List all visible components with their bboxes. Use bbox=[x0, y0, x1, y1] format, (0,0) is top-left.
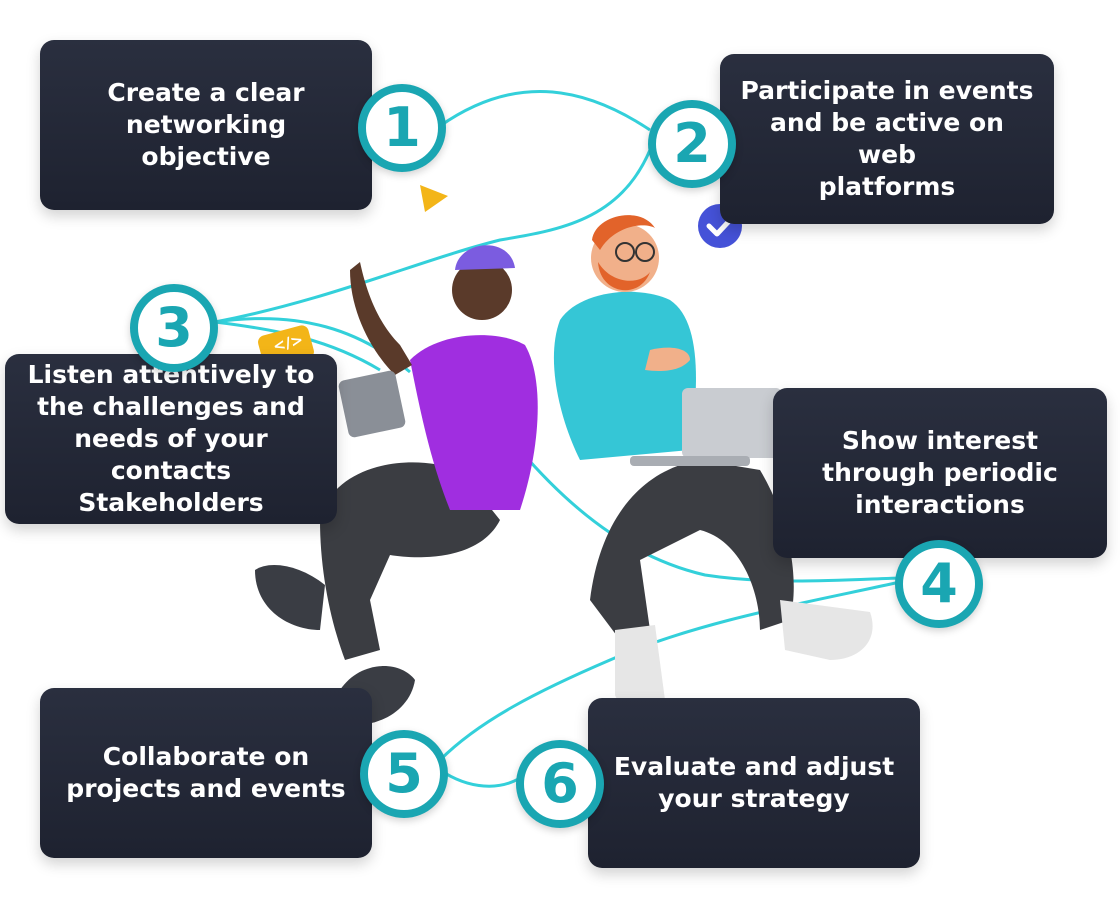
step-2-text: Participate in events and be active on w… bbox=[740, 76, 1034, 201]
step-6-number: 6 bbox=[541, 752, 579, 815]
step-6-card: Evaluate and adjust your strategy bbox=[588, 698, 920, 868]
step-4-number: 4 bbox=[920, 552, 958, 615]
pyramid-icon bbox=[420, 185, 448, 212]
step-1-number: 1 bbox=[383, 96, 421, 159]
step-1-text: Create a clear networking objective bbox=[107, 78, 305, 171]
step-5-text: Collaborate on projects and events bbox=[66, 742, 346, 803]
step-6-text: Evaluate and adjust your strategy bbox=[613, 752, 895, 813]
step-2-badge: 2 bbox=[648, 100, 736, 188]
step-6-badge: 6 bbox=[516, 740, 604, 828]
step-4-text: Show interest through periodic interacti… bbox=[822, 426, 1058, 519]
step-4-card: Show interest through periodic interacti… bbox=[773, 388, 1107, 558]
step-1-card: Create a clear networking objective bbox=[40, 40, 372, 210]
step-2-number: 2 bbox=[673, 112, 711, 175]
step-3-badge: 3 bbox=[130, 284, 218, 372]
step-3-number: 3 bbox=[155, 296, 193, 359]
step-5-card: Collaborate on projects and events bbox=[40, 688, 372, 858]
step-4-badge: 4 bbox=[895, 540, 983, 628]
man-with-laptop bbox=[553, 215, 873, 708]
step-1-badge: 1 bbox=[358, 84, 446, 172]
step-5-badge: 5 bbox=[360, 730, 448, 818]
step-3-text: Listen attentively to the challenges and… bbox=[27, 360, 315, 517]
step-2-card: Participate in events and be active on w… bbox=[720, 54, 1054, 224]
man-with-tablet bbox=[255, 245, 538, 726]
step-5-number: 5 bbox=[385, 742, 423, 805]
step-3-card: Listen attentively to the challenges and… bbox=[5, 354, 337, 524]
